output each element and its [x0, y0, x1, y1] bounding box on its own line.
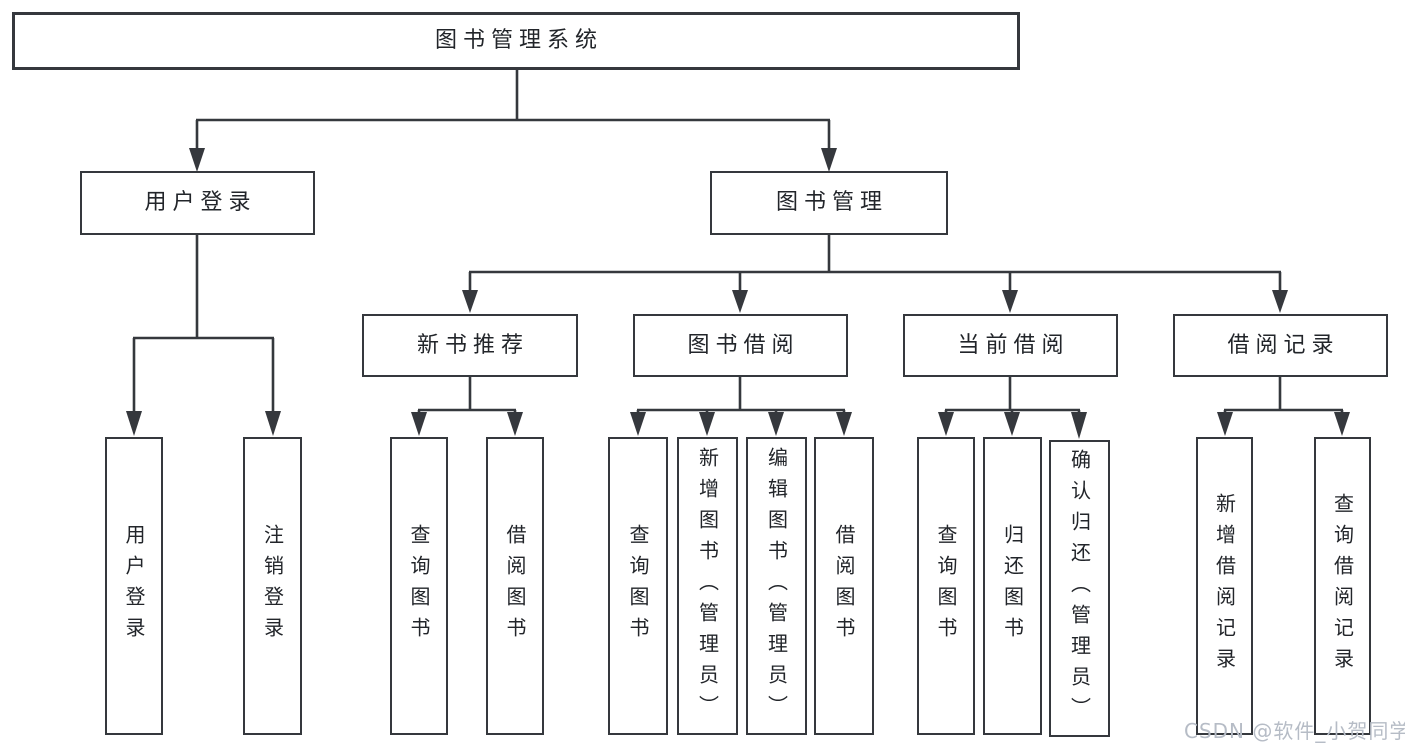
- leaf-user-login: 用户登录: [105, 437, 163, 735]
- node-label: 注销登录: [260, 524, 285, 648]
- node-label: 图书管理系统: [434, 28, 603, 53]
- node-label: 图书借阅: [687, 332, 800, 358]
- node-new-book-recommend: 新书推荐: [362, 314, 578, 377]
- leaf-query-books-2: 查询图书: [608, 437, 668, 735]
- node-label: 新书推荐: [416, 332, 529, 358]
- node-borrow-records: 借阅记录: [1173, 314, 1388, 377]
- node-label: 查询图书: [934, 524, 958, 648]
- csdn-watermark: CSDN @软件_小贺同学: [1184, 719, 1405, 743]
- node-current-borrow: 当前借阅: [903, 314, 1118, 377]
- node-label: 借阅记录: [1227, 332, 1340, 358]
- connector-new-book-to-leaves: [411, 377, 523, 436]
- connector-current-borrow-to-leaves: [938, 377, 1087, 439]
- leaf-query-borrow-record: 查询借阅记录: [1314, 437, 1371, 735]
- connector-book-borrow-to-leaves: [630, 377, 852, 436]
- node-label: 借阅图书: [832, 524, 856, 648]
- node-label: 借阅图书: [503, 524, 527, 648]
- leaf-add-borrow-record: 新增借阅记录: [1196, 437, 1253, 735]
- leaf-logout: 注销登录: [243, 437, 302, 735]
- connector-user-login-to-leaves: [126, 235, 281, 436]
- node-label: 确认归还（管理员）: [1067, 449, 1092, 728]
- leaf-confirm-return-admin: 确认归还（管理员）: [1049, 440, 1110, 737]
- node-book-borrow: 图书借阅: [633, 314, 848, 377]
- leaf-add-books-admin: 新增图书（管理员）: [677, 437, 738, 735]
- node-label: 图书管理: [775, 190, 888, 215]
- leaf-query-books-3: 查询图书: [917, 437, 975, 735]
- node-label: 当前借阅: [957, 332, 1070, 358]
- node-label: 用户登录: [144, 190, 257, 215]
- node-label: 编辑图书（管理员）: [764, 446, 789, 726]
- node-label: 查询借阅记录: [1330, 493, 1355, 679]
- node-label: 新增借阅记录: [1212, 493, 1237, 679]
- leaf-query-books-1: 查询图书: [390, 437, 448, 735]
- node-label: 归还图书: [1000, 524, 1025, 648]
- node-label: 查询图书: [407, 524, 431, 648]
- leaf-borrow-books-1: 借阅图书: [486, 437, 544, 735]
- node-book-management: 图书管理: [710, 171, 948, 235]
- leaf-edit-books-admin: 编辑图书（管理员）: [746, 437, 807, 735]
- connector-book-mgmt-to-level3: [462, 235, 1288, 313]
- node-label: 查询图书: [626, 524, 650, 648]
- node-label: 新增图书（管理员）: [695, 446, 720, 726]
- leaf-borrow-books-2: 借阅图书: [814, 437, 874, 735]
- connector-borrow-records-to-leaves: [1217, 377, 1350, 436]
- node-user-login: 用户登录: [80, 171, 315, 235]
- node-library-management-system: 图书管理系统: [12, 12, 1020, 70]
- connector-root-to-level2: [189, 70, 837, 172]
- node-label: 用户登录: [122, 524, 146, 648]
- leaf-return-books: 归还图书: [983, 437, 1042, 735]
